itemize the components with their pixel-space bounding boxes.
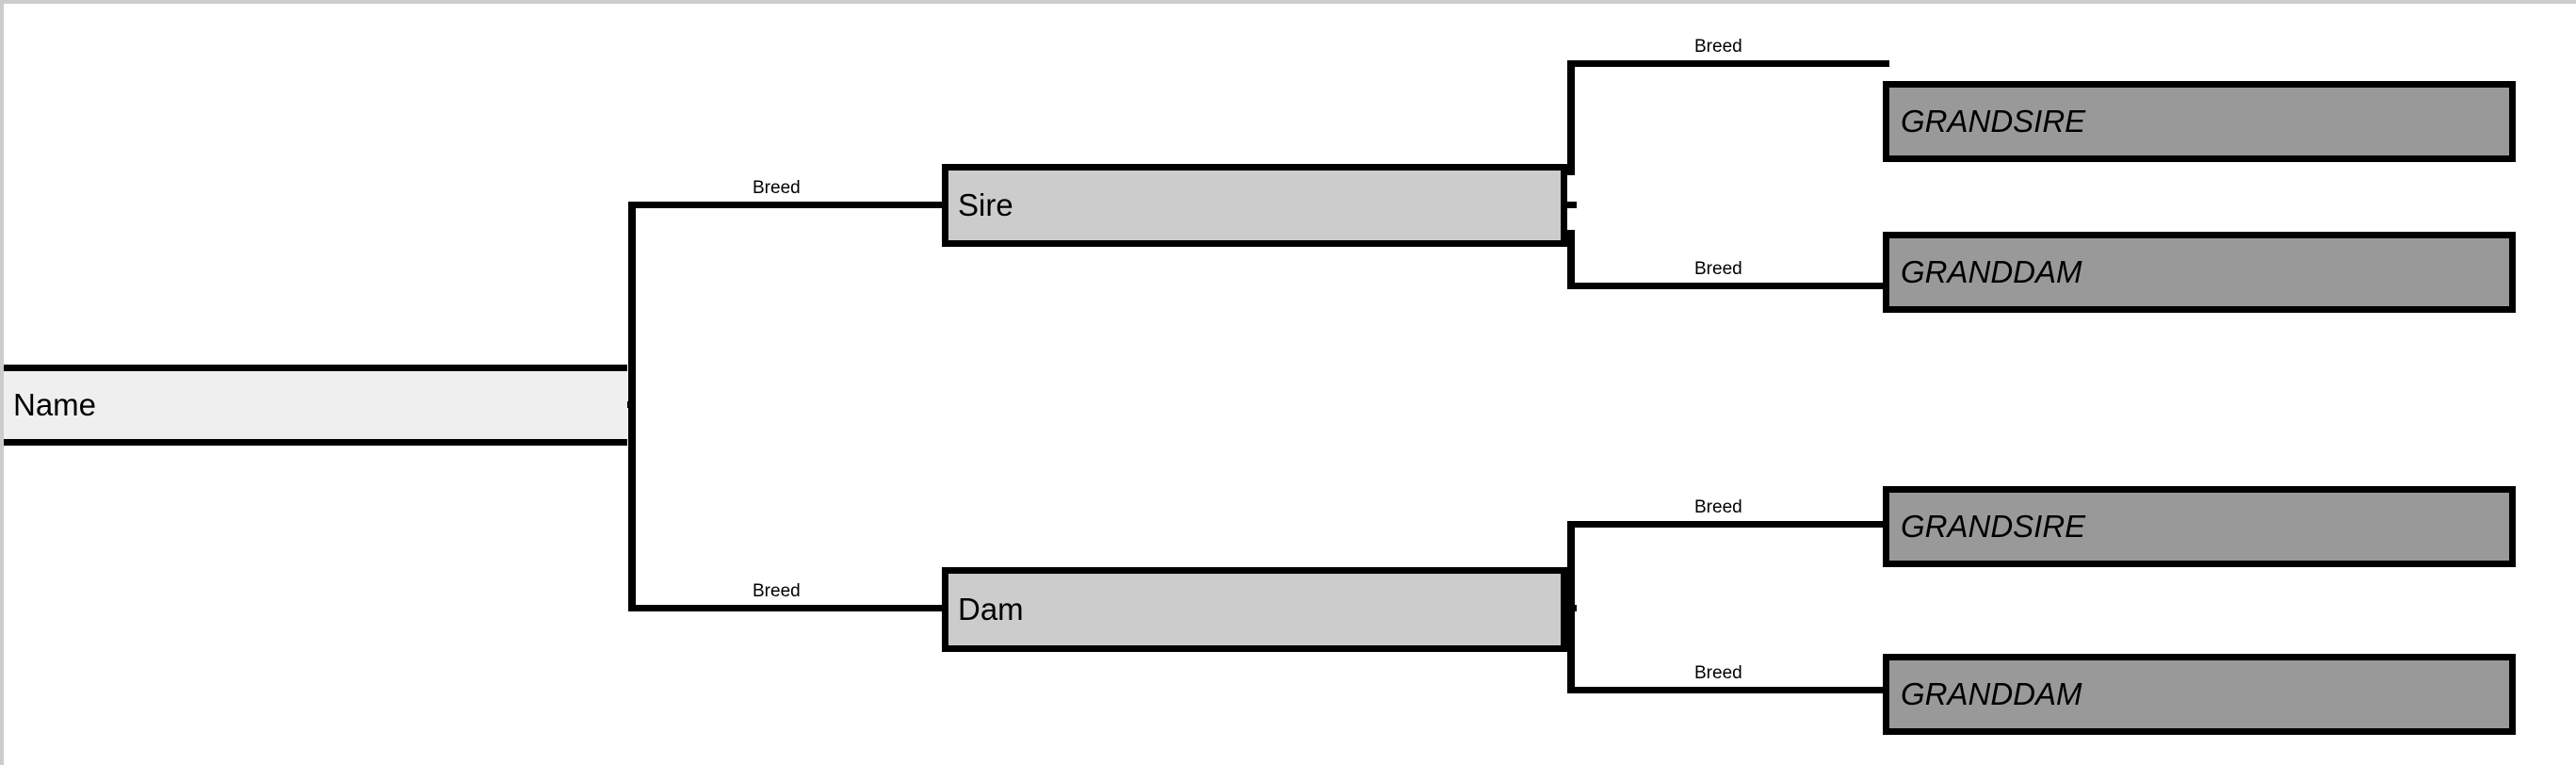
node-sire-dam-label: GRANDDAM (1901, 254, 2082, 289)
node-dam-sire[interactable]: GRANDSIRE (1883, 486, 2516, 567)
connector-sire-sire-branch (1567, 60, 1889, 67)
node-sire-label: Sire (958, 187, 1013, 222)
breed-label-sire-dam: Breed (1694, 259, 1742, 279)
node-sire-sire-label: GRANDSIRE (1901, 104, 2086, 138)
connector-dam-sire-branch (1567, 521, 1889, 528)
breed-label-sire-sire: Breed (1694, 37, 1742, 57)
connector-sire-dam-branch (1567, 283, 1889, 289)
node-dam-dam-label: GRANDDAM (1901, 676, 2082, 711)
connector-sire-stem (1558, 202, 1577, 208)
node-dam-label: Dam (958, 592, 1024, 627)
node-sire-sire[interactable]: GRANDSIRE (1883, 81, 2516, 162)
connector-sire-bracket-lower (1567, 230, 1575, 288)
breed-label-dam-dam: Breed (1694, 663, 1742, 683)
connector-dam-branch (628, 605, 948, 611)
breed-label-sire: Breed (753, 178, 801, 198)
breed-label-dam: Breed (753, 581, 801, 601)
connector-subject-bracket (628, 202, 636, 611)
node-dam[interactable]: Dam (942, 567, 1567, 652)
node-sire-dam[interactable]: GRANDDAM (1883, 232, 2516, 313)
node-dam-dam[interactable]: GRANDDAM (1883, 654, 2516, 735)
connector-dam-dam-branch (1567, 687, 1889, 693)
node-subject-label: Name (13, 387, 97, 422)
node-dam-sire-label: GRANDSIRE (1901, 509, 2086, 544)
breed-label-dam-sire: Breed (1694, 497, 1742, 517)
node-sire[interactable]: Sire (942, 164, 1567, 247)
connector-dam-bracket-lower (1567, 605, 1575, 693)
connector-dam-bracket (1567, 521, 1575, 611)
node-subject[interactable]: Name (4, 365, 627, 446)
connector-sire-branch (628, 202, 948, 208)
connector-sire-bracket (1567, 60, 1575, 175)
